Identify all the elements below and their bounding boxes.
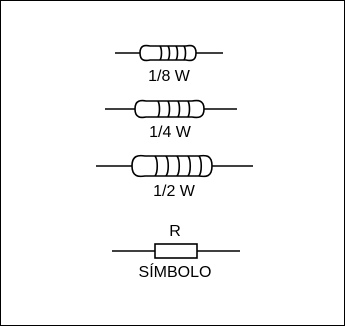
resistor-1-2w-label: 1/2 W [153,183,195,200]
symbol-letter-label: R [169,223,181,240]
resistor-1-4w-drawing [105,99,237,119]
resistor-1-8w-label: 1/8 W [148,68,190,85]
symbol-caption-label: SÍMBOLO [138,264,212,281]
resistor-1-4w-label: 1/4 W [149,124,191,141]
resistor-1-2w-drawing [96,154,253,178]
resistor-symbol-drawing [112,243,240,259]
resistor-1-8w-drawing [115,44,223,62]
